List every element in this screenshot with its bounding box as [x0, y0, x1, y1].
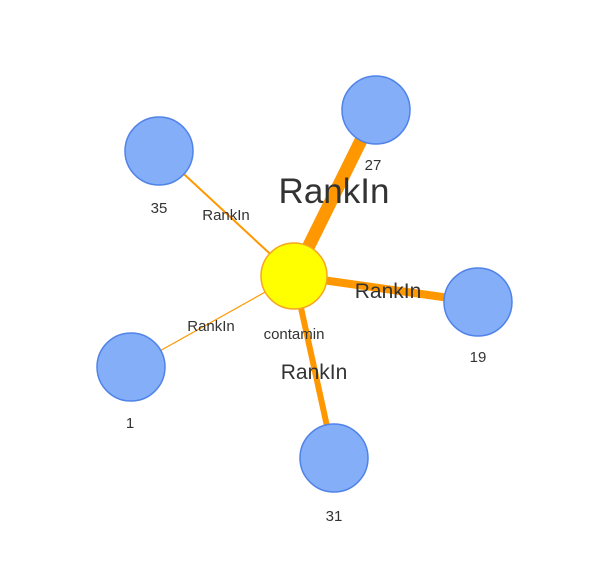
- node-label-center: contamin: [264, 326, 325, 343]
- node-label-1: 1: [126, 415, 134, 432]
- nodes: [96, 75, 513, 493]
- node-27[interactable]: [341, 75, 411, 145]
- node-label-31: 31: [326, 508, 343, 525]
- edge-label-19: RankIn: [355, 280, 422, 303]
- node-label-27: 27: [365, 157, 382, 174]
- node-label-35: 35: [151, 200, 168, 217]
- node-1[interactable]: [96, 332, 166, 402]
- node-19[interactable]: [443, 267, 513, 337]
- edge-label-31: RankIn: [281, 361, 348, 384]
- node-31[interactable]: [299, 423, 369, 493]
- node-labels: 27 35 19 1 31 contamin: [126, 157, 487, 525]
- node-35[interactable]: [124, 116, 194, 186]
- edge-label-35: RankIn: [202, 207, 250, 224]
- node-label-19: 19: [470, 349, 487, 366]
- edge-labels: RankIn RankIn RankIn RankIn RankIn: [187, 172, 421, 384]
- node-center[interactable]: [260, 242, 328, 310]
- edge-label-1: RankIn: [187, 318, 235, 335]
- edge-label-27: RankIn: [279, 172, 390, 211]
